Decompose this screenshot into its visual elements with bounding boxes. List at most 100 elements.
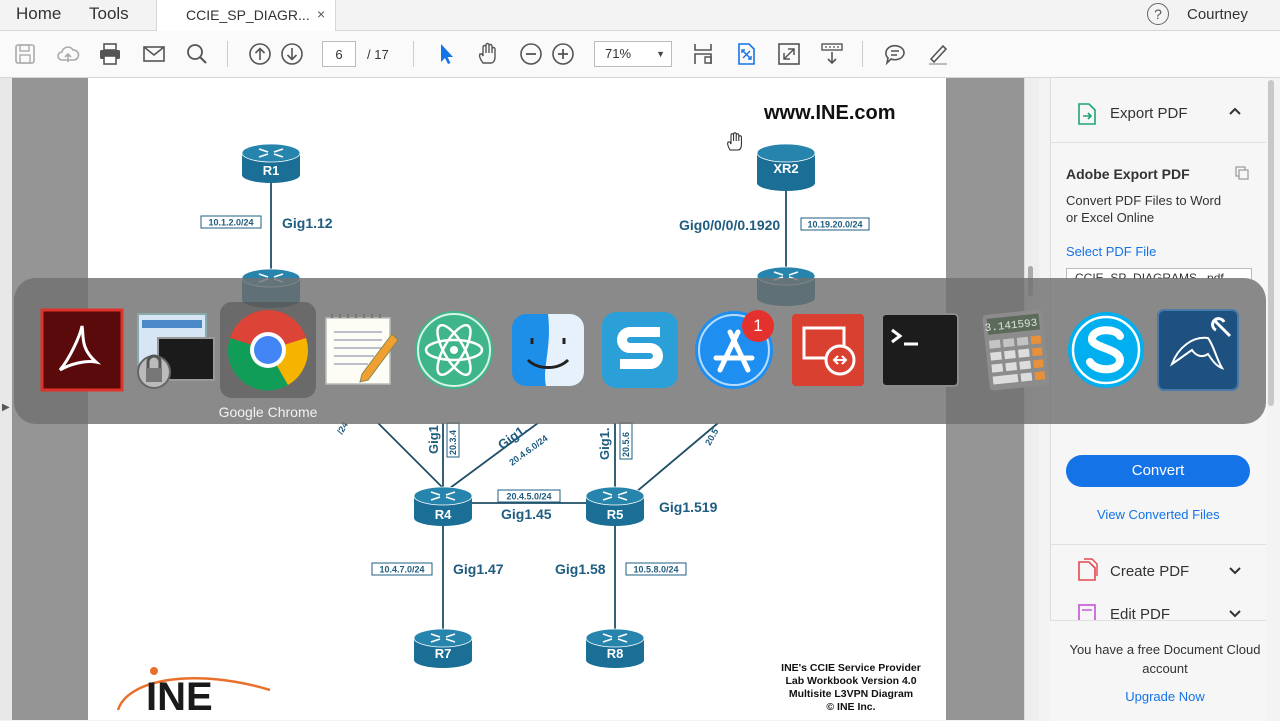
- create-pdf-tool[interactable]: Create PDF: [1050, 546, 1266, 592]
- router-label: R7: [435, 646, 452, 661]
- selected-file-name: CCIE_SP_DIAGRAMS...pdf: [1075, 271, 1224, 279]
- toolbar: 6 / 17 71%▼: [0, 31, 1280, 78]
- email-icon[interactable]: [141, 41, 167, 67]
- subnet-box: [497, 489, 561, 503]
- page-number-input[interactable]: 6: [322, 41, 356, 67]
- chevron-down-icon: ▼: [656, 49, 665, 59]
- previous-page-icon[interactable]: [247, 41, 273, 67]
- panel-scrollbar-thumb[interactable]: [1268, 80, 1274, 406]
- document-tab[interactable]: CCIE_SP_DIAGR... ×: [156, 0, 336, 31]
- mysql-workbench-icon[interactable]: [1156, 308, 1240, 392]
- snagit-icon[interactable]: [598, 308, 682, 392]
- app-store-badge: 1: [742, 310, 774, 342]
- skype-icon[interactable]: [1064, 308, 1148, 392]
- export-pdf-header[interactable]: Export PDF: [1050, 84, 1266, 143]
- remote-desktop-icon[interactable]: [786, 308, 870, 392]
- subnet-label: 20.5: [703, 427, 720, 447]
- interface-label: Gig1.47: [453, 561, 504, 577]
- left-panel-strip[interactable]: [0, 78, 12, 720]
- link-r4-up-right: [449, 422, 539, 489]
- cloud-upload-icon[interactable]: [55, 41, 81, 67]
- footer-line: INE's CCIE Service Provider: [781, 662, 921, 674]
- edit-pdf-tool[interactable]: Edit PDF: [1050, 596, 1266, 620]
- document-tab-title: CCIE_SP_DIAGR...: [186, 7, 310, 23]
- edit-pdf-label: Edit PDF: [1110, 606, 1171, 620]
- router-label: R1: [263, 163, 280, 178]
- search-icon[interactable]: [184, 41, 210, 67]
- export-pdf-title: Export PDF: [1110, 105, 1188, 122]
- subnet-label: 10.5.8.0/24: [633, 565, 678, 575]
- top-bar: Home Tools CCIE_SP_DIAGR... × ? Courtney: [0, 0, 1280, 31]
- google-chrome-icon[interactable]: [226, 308, 310, 392]
- selected-file-field[interactable]: CCIE_SP_DIAGRAMS...pdf: [1066, 268, 1252, 279]
- router-label: XR2: [773, 161, 798, 176]
- chevron-down-icon: [1229, 567, 1241, 575]
- interface-label: Gig1.519: [659, 499, 718, 515]
- select-pdf-file-link[interactable]: Select PDF File: [1066, 244, 1157, 259]
- subnet-box: [625, 562, 687, 576]
- interface-label: Gig1.58: [555, 561, 606, 577]
- scrolling-mode-icon[interactable]: [819, 41, 845, 67]
- interface-label: Gig0/0/0/0.1920: [679, 217, 780, 233]
- user-name[interactable]: Courtney: [1187, 6, 1248, 23]
- hand-tool-icon[interactable]: [475, 41, 501, 67]
- interface-label: Gig1.: [597, 427, 612, 460]
- router-label: R4: [435, 507, 452, 522]
- footer-line: Lab Workbook Version 4.0: [785, 675, 916, 687]
- zoom-select[interactable]: 71% ▼: [594, 41, 672, 67]
- interface-label: Gig1.12: [282, 215, 333, 231]
- chevron-up-icon[interactable]: [1228, 106, 1242, 116]
- zoom-out-icon[interactable]: [518, 41, 544, 67]
- next-page-icon[interactable]: [279, 41, 305, 67]
- keychain-access-icon[interactable]: [132, 308, 216, 392]
- page-display-icon[interactable]: [690, 41, 716, 67]
- ine-logo-text: INE: [146, 675, 213, 719]
- print-icon[interactable]: [97, 41, 123, 67]
- ine-url: www.INE.com: [763, 102, 896, 124]
- textedit-icon[interactable]: [318, 308, 402, 392]
- subnet-label: 10.1.2.0/24: [208, 218, 253, 228]
- router-label: R8: [607, 646, 624, 661]
- create-pdf-label: Create PDF: [1110, 563, 1190, 580]
- adobe-acrobat-icon[interactable]: [40, 308, 124, 392]
- full-screen-icon[interactable]: [776, 41, 802, 67]
- export-pdf-icon: [1078, 103, 1096, 125]
- toolbar-divider: [862, 41, 863, 67]
- atom-icon[interactable]: [412, 308, 496, 392]
- panel-divider: [1050, 544, 1266, 545]
- subnet-label: 20.5.6: [621, 432, 631, 457]
- toolbar-divider: [227, 41, 228, 67]
- copy-icon[interactable]: [1234, 165, 1250, 181]
- calculator-icon[interactable]: 3.141593: [972, 308, 1056, 392]
- link-r4-up-left: [377, 422, 444, 489]
- finder-icon[interactable]: [506, 308, 590, 392]
- ine-logo: INE: [116, 667, 271, 719]
- router-xr2-icon: [756, 143, 816, 191]
- create-pdf-icon: [1078, 558, 1098, 581]
- save-icon[interactable]: [12, 41, 38, 67]
- select-cursor-icon[interactable]: [433, 41, 459, 67]
- close-tab-icon[interactable]: ×: [317, 6, 326, 22]
- interface-label: Gig1.45: [501, 506, 552, 522]
- chevron-down-icon: [1229, 610, 1241, 618]
- toolbar-divider: [413, 41, 414, 67]
- subnet-label: 10.4.7.0/24: [379, 565, 424, 575]
- tools-tab[interactable]: Tools: [89, 4, 129, 23]
- zoom-value: 71%: [605, 46, 632, 61]
- upgrade-now-link[interactable]: Upgrade Now: [1125, 689, 1205, 704]
- expand-left-panel-icon[interactable]: ▶: [2, 402, 10, 413]
- fit-page-icon[interactable]: [733, 41, 759, 67]
- export-description-line2: or Excel Online: [1066, 210, 1155, 225]
- terminal-icon[interactable]: [878, 308, 962, 392]
- router-label: R5: [607, 507, 624, 522]
- convert-button[interactable]: Convert: [1066, 455, 1250, 487]
- home-tab[interactable]: Home: [16, 4, 62, 23]
- zoom-in-icon[interactable]: [550, 41, 576, 67]
- subnet-label: 10.19.20.0/24: [807, 220, 862, 230]
- view-converted-files-link[interactable]: View Converted Files: [1097, 507, 1220, 522]
- comment-icon[interactable]: [882, 41, 908, 67]
- footer-line: © INE Inc.: [826, 701, 875, 713]
- help-icon[interactable]: ?: [1147, 3, 1169, 25]
- highlight-pen-icon[interactable]: [925, 41, 951, 67]
- adobe-export-heading: Adobe Export PDF: [1066, 166, 1190, 182]
